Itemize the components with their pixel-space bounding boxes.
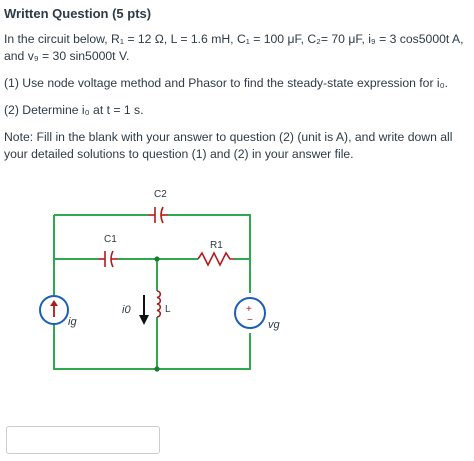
vg-label: vg — [268, 319, 280, 331]
question-content: Written Question (5 pts) In the circuit … — [4, 0, 470, 173]
circuit-diagram: C2 C1 R1 L i0 ig + − vg — [39, 189, 280, 372]
current-source-ig — [39, 295, 69, 325]
question-title: Written Question (5 pts) — [4, 6, 152, 21]
inductor-l — [156, 290, 162, 318]
answer-input[interactable] — [6, 426, 160, 454]
capacitor-c1 — [98, 250, 118, 268]
c2-label: C2 — [154, 189, 167, 200]
question-part-1: (1) Use node voltage method and Phasor t… — [4, 76, 449, 90]
vg-minus-sign: − — [247, 315, 253, 326]
question-note: Note: Fill in the blank with your answer… — [4, 130, 453, 161]
ig-label: ig — [68, 316, 77, 328]
i0-label: i0 — [122, 304, 131, 316]
circuit-wires — [53, 214, 251, 370]
question-part-2: (2) Determine i₀ at t = 1 s. — [4, 103, 144, 117]
vg-plus-sign: + — [246, 304, 252, 315]
intro-prefix: In the circuit below, — [4, 32, 112, 46]
question-intro: In the circuit below, R₁ = 12 Ω, L = 1.6… — [4, 31, 470, 65]
current-arrow-i0 — [139, 295, 149, 325]
l-label: L — [165, 304, 171, 315]
voltage-source-vg: + − — [234, 297, 266, 329]
intro-values: R₁ = 12 Ω, L = 1.6 mH, C₁ = 100 μF, C₂= … — [4, 32, 464, 63]
junction-dots — [154, 256, 160, 372]
resistor-r1 — [197, 251, 234, 267]
r1-label: R1 — [210, 240, 223, 251]
capacitor-c2 — [148, 206, 168, 224]
c1-label: C1 — [104, 234, 117, 245]
